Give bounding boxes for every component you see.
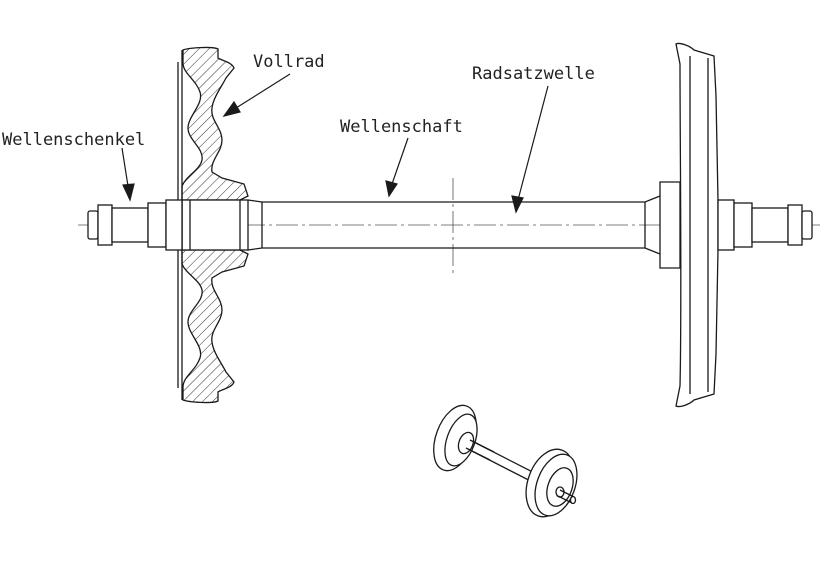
left-wheel-lower-section [181,249,249,404]
right-axle-end-cap [801,210,813,240]
label-radsatzwelle: Radsatzwelle [472,64,595,84]
axle-shaft [247,195,661,255]
radsatzwelle-leader [517,85,549,201]
label-wellenschenkel: Wellenschenkel [2,130,145,150]
vollrad-leader [235,73,291,109]
left-journal [87,199,183,251]
left-wheel-upper-section [181,46,249,201]
left-wheel-section [177,46,249,404]
vollrad-arrowhead [222,100,241,117]
wellenschaft-arrowhead [385,180,398,198]
wellenschenkel-leader [121,147,129,187]
left-wheel-hub [181,199,249,251]
right-wheel-disc [675,42,719,408]
right-journal [717,199,813,251]
label-vollrad: Vollrad [253,52,325,72]
wellenschaft-leader [391,137,409,185]
isometric-wheelset-sketch [433,404,578,518]
label-wellenschaft: Wellenschaft [340,117,463,137]
leader-lines [121,73,549,214]
right-wheel-hub-outline [659,181,681,269]
radsatzwelle-arrowhead [511,195,524,214]
left-axle-end-cap [87,210,99,240]
wellenschenkel-arrowhead [122,183,135,202]
centerline-group [78,178,820,275]
axle-shaft-outline [247,195,661,255]
right-wheel [659,42,719,408]
